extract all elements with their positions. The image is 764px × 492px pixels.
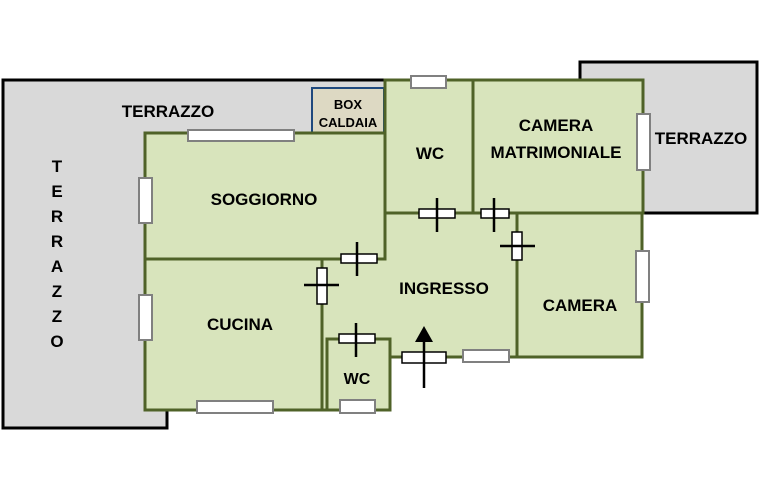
- label-box-caldaia-line2: CALDAIA: [319, 115, 378, 130]
- label-terrazzo-top: TERRAZZO: [122, 102, 215, 121]
- window-soggiorno-top: [187, 129, 295, 142]
- room-wc-bottom: [325, 337, 392, 412]
- label-cucina: CUCINA: [207, 315, 273, 334]
- label-terrazzo-left: TERRAZZO: [48, 157, 67, 357]
- label-wc-top: WC: [416, 144, 444, 163]
- door-wc-bottom: [338, 323, 376, 357]
- label-terrazzo-right: TERRAZZO: [655, 129, 748, 148]
- window-wc-top: [410, 75, 447, 89]
- window-camera-matrimoniale: [636, 113, 651, 171]
- door-wc-top: [418, 198, 456, 232]
- window-camera: [635, 250, 650, 303]
- window-soggiorno-left: [138, 177, 153, 224]
- window-wc-bottom: [339, 399, 376, 414]
- label-ingresso: INGRESSO: [399, 279, 489, 298]
- window-ingresso-bottom: [462, 349, 510, 363]
- door-camera: [500, 231, 535, 261]
- window-cucina-bottom: [196, 400, 274, 414]
- room-cucina: [143, 257, 324, 412]
- label-camera: CAMERA: [543, 296, 618, 315]
- room-camera: [515, 211, 644, 359]
- door-cucina: [304, 267, 339, 305]
- label-soggiorno: SOGGIORNO: [211, 190, 318, 209]
- label-wc-bottom: WC: [344, 371, 371, 388]
- window-cucina-left: [138, 294, 153, 341]
- entrance-arrow-icon: [415, 326, 433, 342]
- door-entrance: [401, 338, 447, 388]
- door-camera-matrimoniale: [480, 198, 510, 232]
- door-soggiorno: [340, 242, 378, 276]
- label-camera-matrimoniale-line1: CAMERA: [519, 116, 594, 135]
- label-box-caldaia-line1: BOX: [334, 97, 363, 112]
- label-camera-matrimoniale-line2: MATRIMONIALE: [491, 143, 622, 162]
- box-caldaia: [311, 87, 385, 135]
